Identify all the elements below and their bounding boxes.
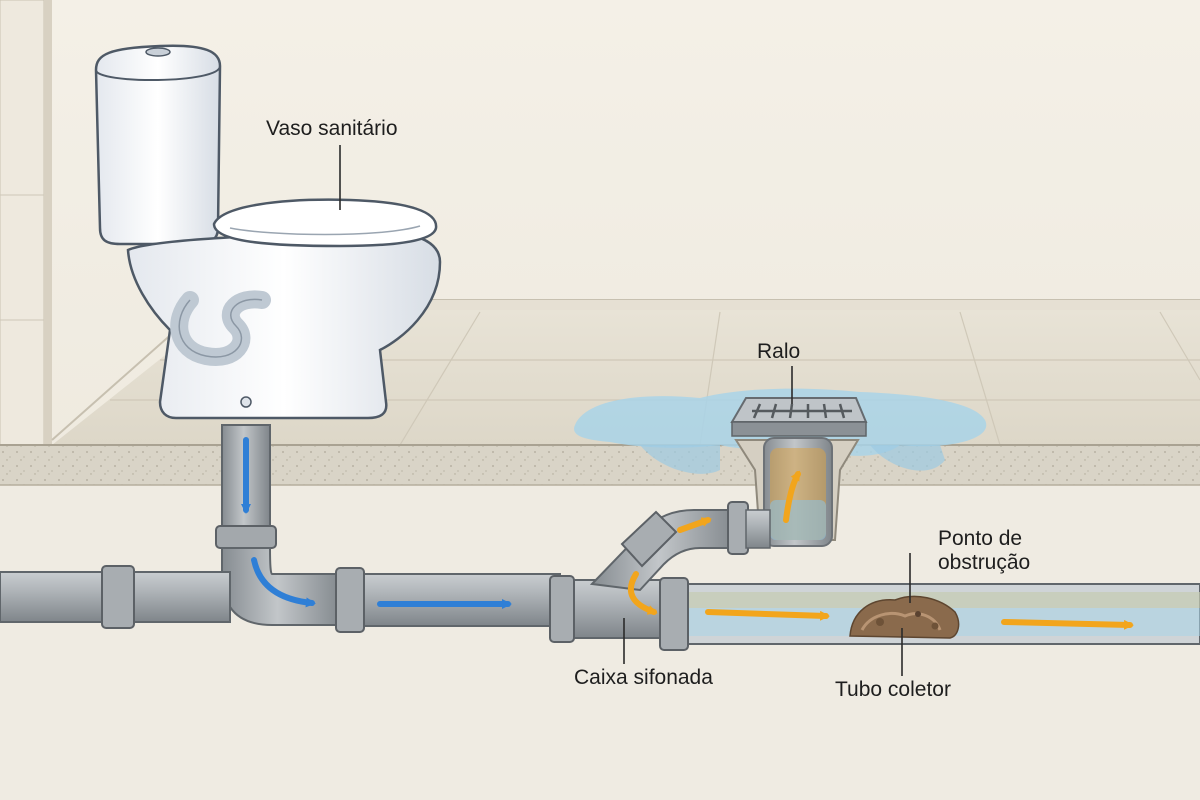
label-blockage-point: Ponto de obstrução (938, 527, 1030, 575)
label-collector-pipe: Tubo coletor (835, 678, 951, 701)
toilet-illustration (94, 44, 442, 420)
label-blockage-line1: Ponto de (938, 527, 1023, 550)
label-floor-drain: Ralo (757, 340, 801, 363)
label-trap-box: Caixa sifonada (574, 666, 713, 689)
label-toilet: Vaso sanitário (266, 117, 398, 140)
label-blockage-line2: obstrução (938, 551, 1031, 574)
